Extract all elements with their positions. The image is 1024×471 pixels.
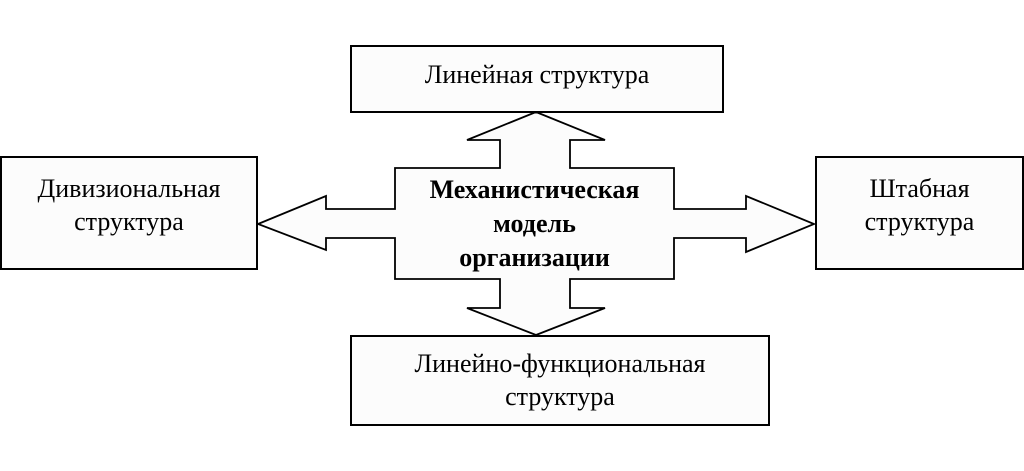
center-line-2: модель	[493, 209, 576, 238]
right-box-line-2: структура	[864, 207, 975, 236]
center-label-mechanistic-model: Механистическая модель организации	[395, 172, 674, 276]
right-box-line-1: Штабная	[869, 174, 970, 203]
center-line-1: Механистическая	[429, 175, 640, 204]
center-line-3: организации	[459, 243, 610, 272]
bottom-box-line-1: Линейно-функциональная	[414, 348, 706, 378]
bottom-box-linear-functional-structure: Линейно-функциональная структура	[350, 335, 770, 426]
top-box-linear-structure: Линейная структура	[350, 45, 724, 113]
top-box-line-1: Линейная структура	[424, 59, 650, 89]
left-box-line-2: структура	[74, 207, 184, 236]
left-box-line-1: Дивизиональная	[37, 174, 221, 203]
bottom-box-line-2: структура	[505, 381, 615, 411]
left-box-divisional-structure: Дивизиональная структура	[0, 156, 258, 270]
right-box-staff-structure: Штабная структура	[815, 156, 1024, 270]
